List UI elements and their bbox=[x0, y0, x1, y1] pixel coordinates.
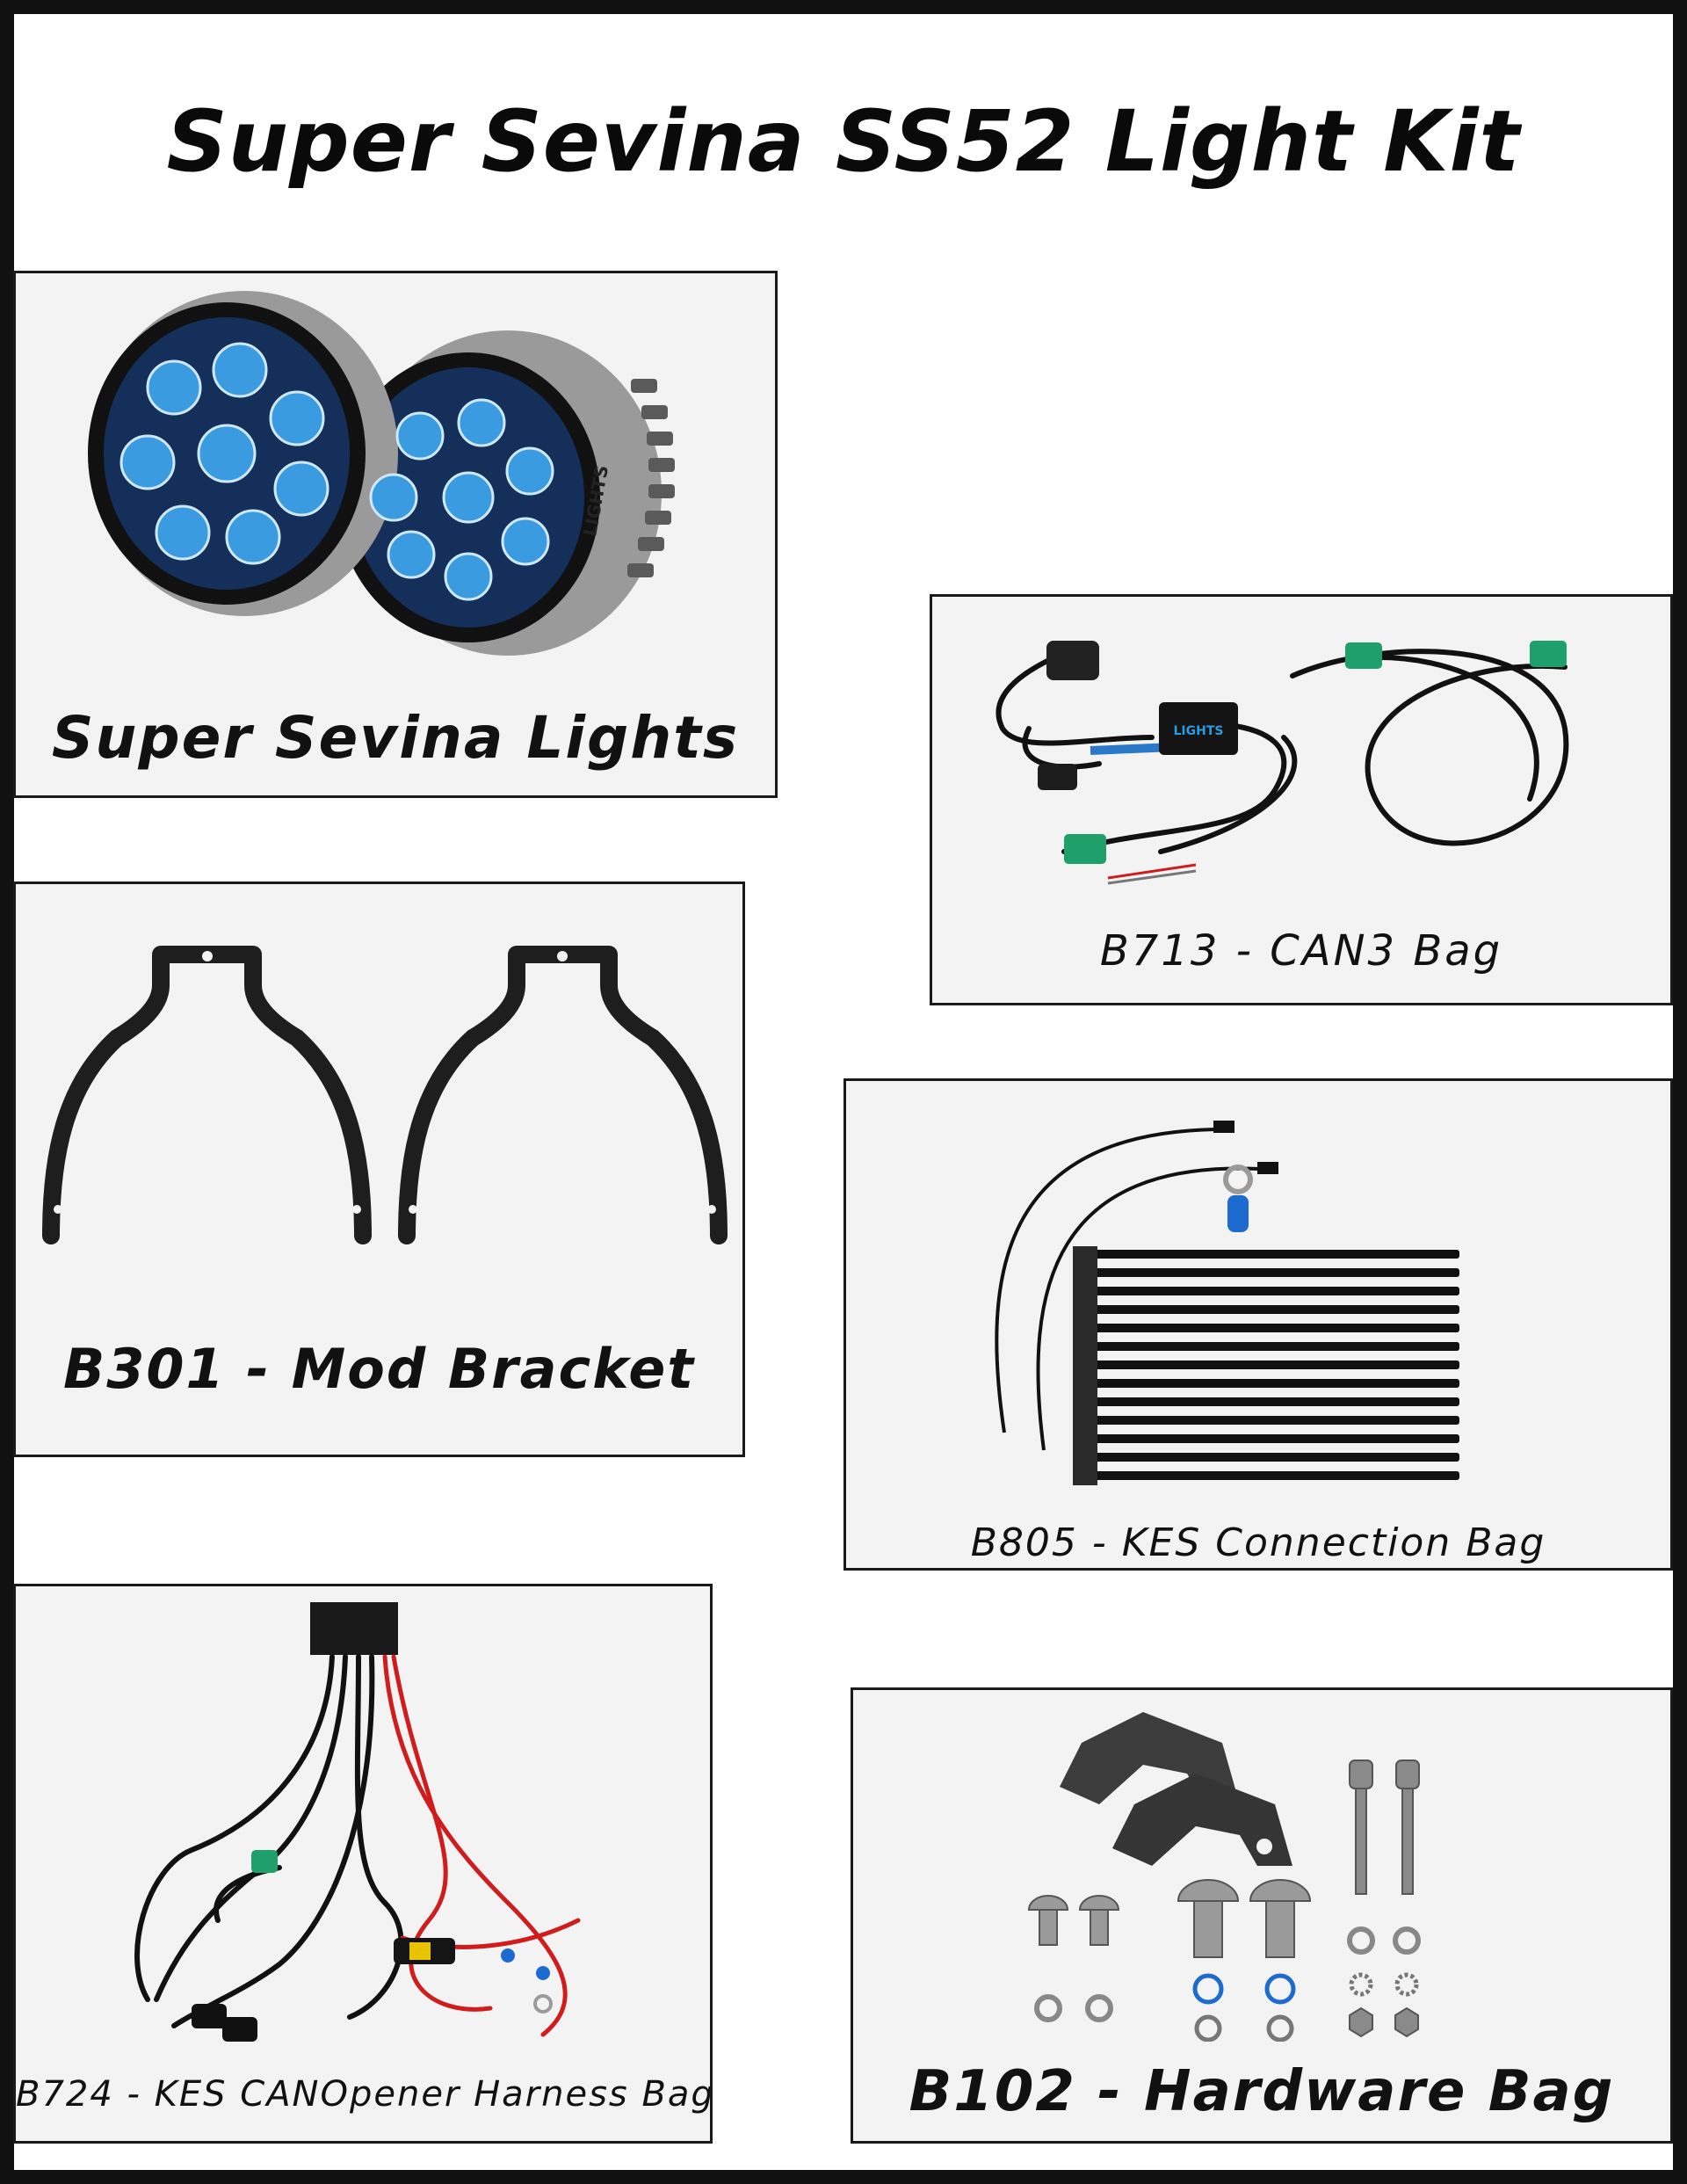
panel-mod-bracket: B301 - Mod Bracket bbox=[13, 882, 745, 1457]
panel-kes-connection-bag: B805 - KES Connection Bag bbox=[844, 1078, 1673, 1571]
hardware-image bbox=[1027, 1712, 1421, 2042]
can3-image: LIGHTS bbox=[996, 641, 1569, 885]
cable-tie-bundle bbox=[1073, 1250, 1459, 1480]
caption-harness-bag: B724 - KES CANOpener Harness Bag bbox=[16, 2074, 713, 2115]
caption-can3-bag: B713 - CAN3 Bag bbox=[1099, 926, 1503, 976]
mod-bracket-image bbox=[42, 946, 728, 1244]
panel-super-sevina-lights: LIGHTS Super Sevina Lights bbox=[13, 271, 778, 798]
caption-hardware-bag: B102 - Hardware Bag bbox=[909, 2059, 1615, 2124]
lights-image: LIGHTS bbox=[88, 291, 675, 656]
panel-hardware-bag: B102 - Hardware Bag bbox=[851, 1687, 1673, 2144]
can3-module-label: LIGHTS bbox=[1174, 724, 1224, 738]
caption-mod-bracket: B301 - Mod Bracket bbox=[63, 1337, 695, 1401]
caption-kes-connection-bag: B805 - KES Connection Bag bbox=[970, 1520, 1546, 1565]
page-title: Super Sevina SS52 Light Kit bbox=[166, 92, 1521, 191]
panel-harness-bag: B724 - KES CANOpener Harness Bag bbox=[13, 1584, 713, 2144]
caption-super-sevina-lights: Super Sevina Lights bbox=[51, 704, 740, 772]
kes-connection-image bbox=[995, 1121, 1459, 1485]
harness-image bbox=[134, 1602, 581, 2042]
panel-can3-bag: LIGHTS B713 - CAN3 Bag bbox=[930, 594, 1673, 1005]
